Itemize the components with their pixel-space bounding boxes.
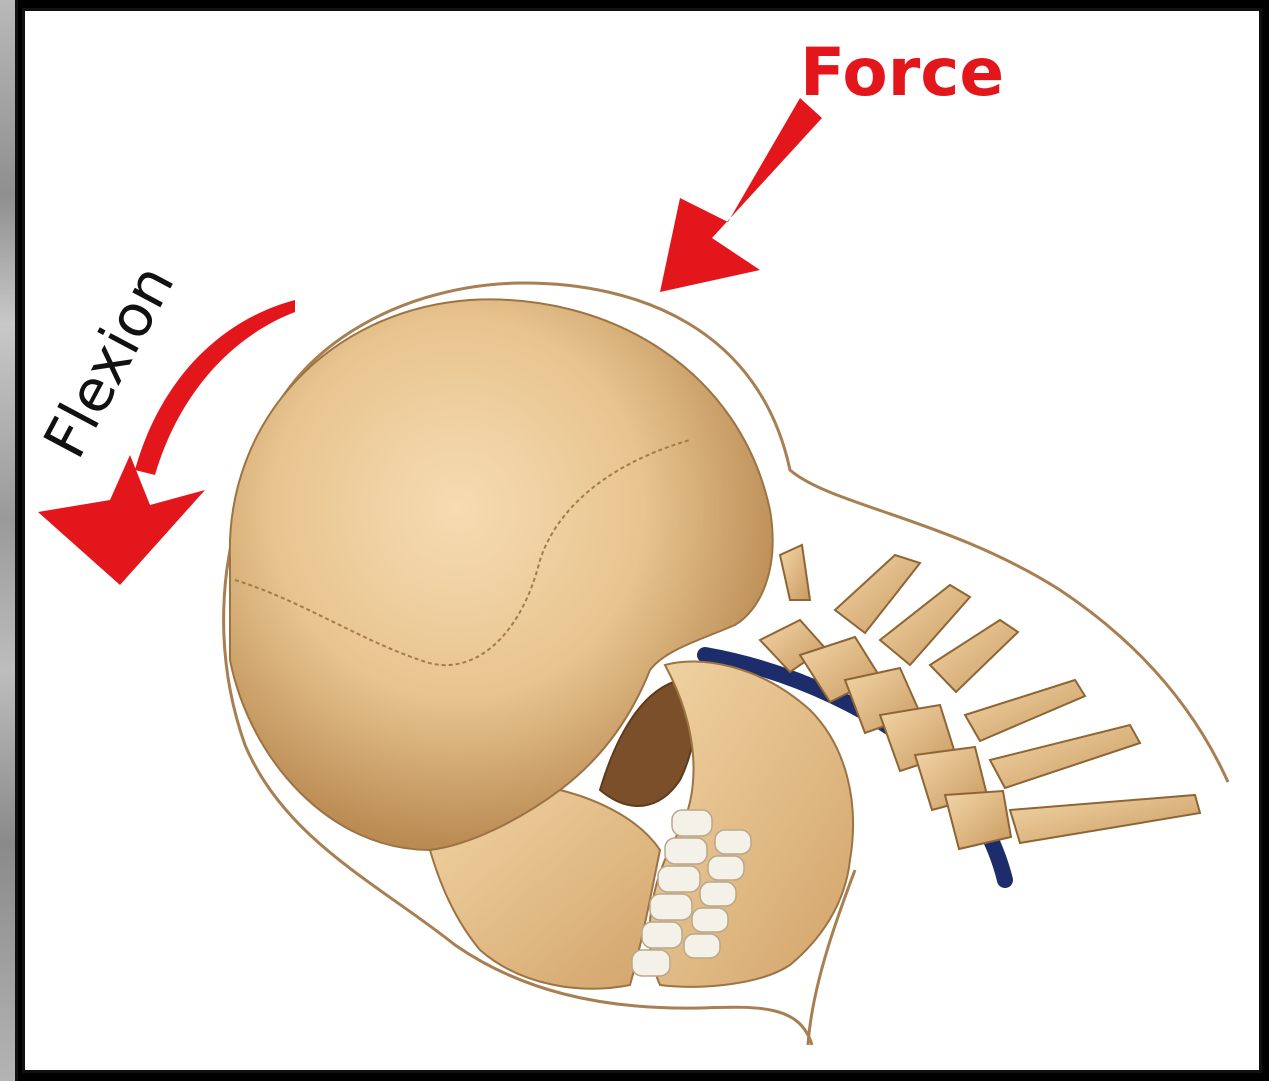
force-label: Force xyxy=(800,34,1004,111)
skull-cranium xyxy=(230,299,773,850)
force-arrow-icon xyxy=(660,98,822,292)
